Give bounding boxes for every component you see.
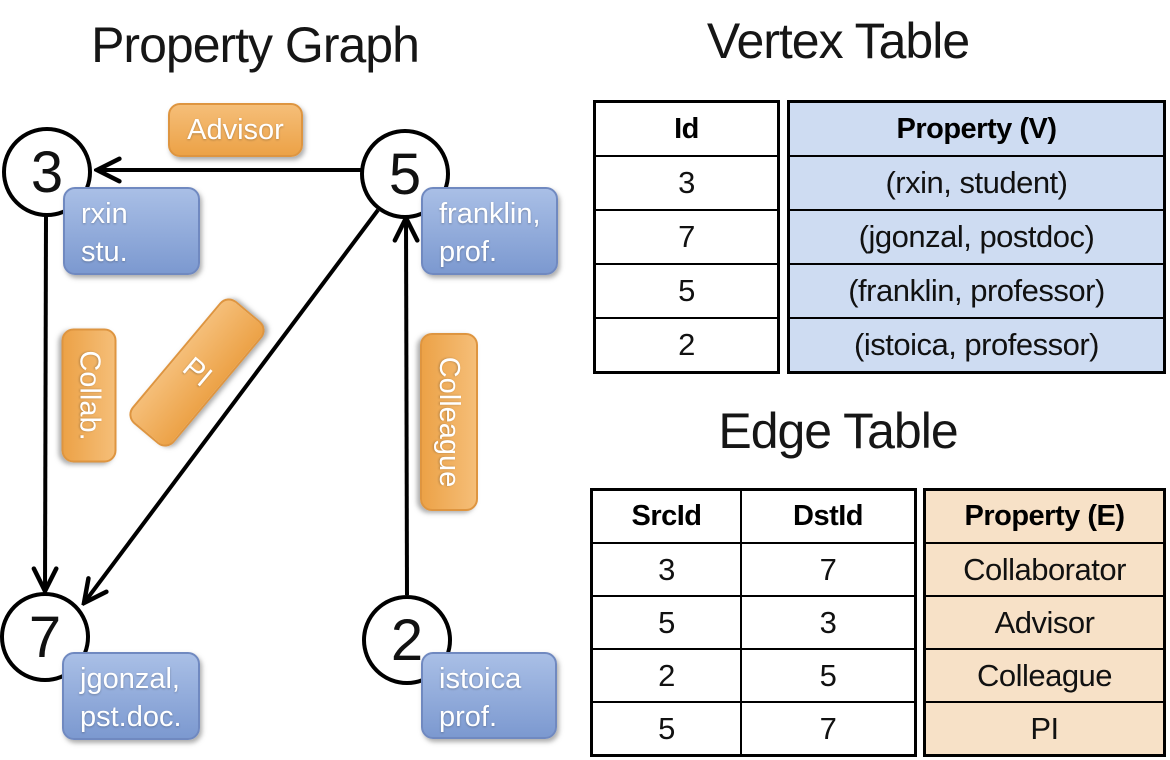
edge-table-srcid-cell: 5 [593, 703, 742, 754]
edge-table-row: 5 7 [593, 701, 914, 754]
vertex-label-rxin-line2: stu. [81, 236, 128, 268]
vertex-table-id-cell: 3 [596, 155, 777, 209]
vertex-table-id-cell: 7 [596, 209, 777, 263]
edge-table-property-column: Property (E) Collaborator Advisor Collea… [923, 488, 1166, 757]
edge-table-srcid-cell: 5 [593, 597, 742, 648]
edge-table-srcid-cell: 2 [593, 650, 742, 701]
vertex-label-istoica: istoica prof. [421, 652, 557, 739]
edge-table-row: 5 3 [593, 595, 914, 648]
edge-table-property-cell: Advisor [926, 595, 1163, 648]
edge-table-property-cell: PI [926, 701, 1163, 754]
vertex-table-property-cell: (jgonzal, postdoc) [790, 209, 1163, 263]
vertex-table-id-cell: 5 [596, 263, 777, 317]
vertex-table-property-cell: (rxin, student) [790, 155, 1163, 209]
edge-label-collab: Collab. [61, 328, 117, 463]
edge-table-header-dstid: DstId [793, 500, 864, 532]
edge-table-title: Edge Table [718, 403, 958, 459]
edge-label-advisor: Advisor [168, 103, 303, 157]
node-7-id: 7 [28, 604, 62, 670]
vertex-label-istoica-line1: istoica [439, 663, 522, 695]
edge-label-colleague: Colleague [420, 333, 478, 511]
edge-pi-arrow [84, 208, 380, 603]
edge-table-id-columns: SrcId DstId 3 7 5 3 2 5 5 7 [590, 488, 917, 757]
node-3-id: 3 [30, 139, 64, 205]
node-2-id: 2 [390, 607, 424, 673]
node-5-id: 5 [388, 141, 422, 207]
vertex-label-franklin-line1: franklin, [439, 198, 541, 230]
vertex-table-header-id: Id [674, 112, 699, 145]
vertex-table-property-column: Property (V) (rxin, student) (jgonzal, p… [787, 100, 1166, 374]
edge-table-property-cell: Collaborator [926, 542, 1163, 595]
edge-table-srcid-cell: 3 [593, 544, 742, 595]
graph-edges-layer [0, 0, 585, 760]
vertex-label-franklin: franklin, prof. [421, 187, 558, 275]
vertex-table-property-cell: (franklin, professor) [790, 263, 1163, 317]
vertex-label-jgonzal-line2: pst.doc. [80, 701, 182, 733]
vertex-table-id-cell: 2 [596, 317, 777, 371]
edge-table-dstid-cell: 3 [819, 604, 837, 640]
edge-table-property-cell: Colleague [926, 648, 1163, 701]
edge-collab-arrow [45, 215, 46, 591]
property-graph-title: Property Graph [91, 17, 420, 73]
vertex-label-istoica-line2: prof. [439, 701, 498, 733]
edge-table-row: 2 5 [593, 648, 914, 701]
graph-node-2: 2 [362, 595, 452, 685]
edge-colleague-arrow [406, 218, 407, 596]
vertex-label-rxin-line1: rxin [81, 198, 128, 230]
vertex-table-header-property: Property (V) [896, 112, 1057, 145]
vertex-label-franklin-line2: prof. [439, 236, 498, 268]
edge-table-header-property: Property (E) [964, 500, 1125, 532]
vertex-table-title: Vertex Table [706, 13, 970, 69]
vertex-label-rxin: rxin stu. [63, 187, 200, 275]
vertex-label-jgonzal-line1: jgonzal, [80, 663, 180, 695]
edge-table-dstid-cell: 7 [819, 551, 837, 587]
edge-label-pi-text: PI [176, 351, 219, 394]
vertex-label-jgonzal: jgonzal, pst.doc. [62, 652, 200, 740]
vertex-table-id-column: Id 3 7 5 2 [593, 100, 780, 374]
edge-table-dstid-cell: 7 [819, 710, 837, 746]
edge-table-header-row: SrcId DstId [593, 491, 914, 542]
edge-table-dstid-cell: 5 [819, 657, 837, 693]
edge-table-row: 3 7 [593, 542, 914, 595]
edge-table-header-srcid: SrcId [593, 491, 742, 542]
vertex-table-property-cell: (istoica, professor) [790, 317, 1163, 371]
